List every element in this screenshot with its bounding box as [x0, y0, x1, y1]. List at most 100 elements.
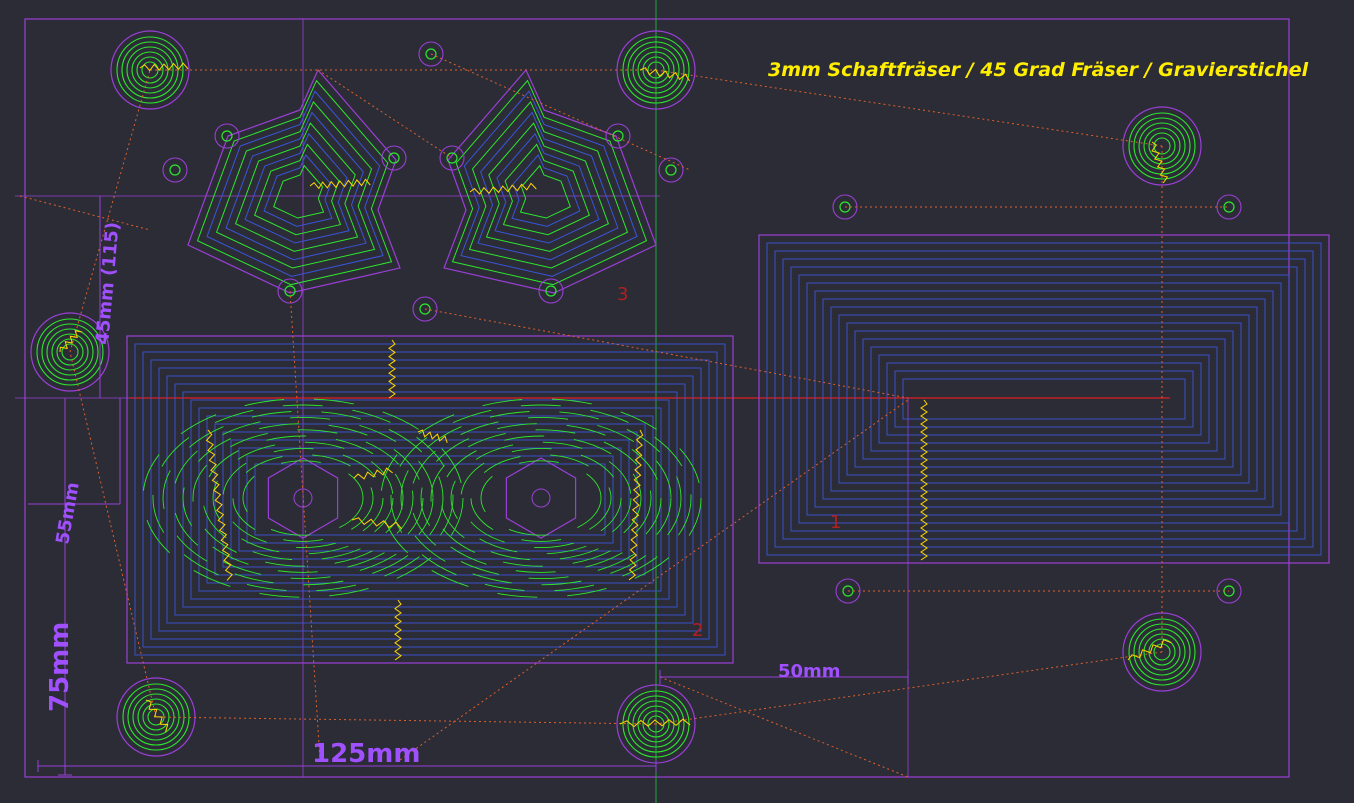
ramp-marker: [388, 339, 396, 399]
pocket-pass: [142, 351, 718, 648]
rapid-move: [424, 308, 909, 399]
ramp-marker: [353, 467, 393, 480]
pocket-pass: [878, 354, 1210, 444]
part-shapes: [142, 68, 702, 598]
hole-pass: [425, 48, 437, 60]
pocket-pass: [830, 306, 1258, 492]
pocket-pass: [214, 423, 646, 576]
hole-outline: [658, 157, 684, 183]
rapid-move: [430, 53, 691, 171]
finish-pass: [182, 423, 424, 573]
rapid-move: [69, 69, 151, 353]
boss-pass: [1153, 137, 1171, 155]
wing-pass: [519, 164, 571, 219]
wing-pass: [468, 100, 629, 269]
rapid-move: [155, 716, 657, 725]
wing-pass: [511, 154, 581, 227]
wing-pass: [263, 154, 333, 227]
boss-pass: [41, 323, 99, 381]
finish-pass: [470, 454, 612, 542]
hole-outline: [605, 123, 631, 149]
pocket-pass: [790, 266, 1298, 532]
rapid-move: [655, 69, 1163, 147]
wing-pass: [206, 90, 384, 277]
hole-pass: [446, 152, 458, 164]
hole-outline: [418, 41, 444, 67]
finish-pass: [142, 398, 464, 598]
title: 3mm Schaftfräser / 45 Grad Fräser / Grav…: [768, 59, 1309, 81]
hole-outline: [439, 145, 465, 171]
boss-pass: [1148, 132, 1176, 160]
boss-pass: [121, 41, 179, 99]
finish-pass: [480, 460, 602, 536]
finish-pass: [212, 441, 394, 555]
pocket-pass: [246, 455, 614, 544]
ramp-marker: [628, 429, 644, 581]
hole-outline: [412, 296, 438, 322]
boss-pass: [1138, 628, 1186, 676]
wing-pass: [485, 122, 610, 252]
wing-pass: [273, 164, 325, 219]
boss-pass: [137, 698, 175, 736]
dim-width-total: 125mm: [312, 739, 420, 769]
finish-pass: [242, 460, 364, 536]
boss-pass: [1128, 112, 1196, 180]
finish-pass: [460, 447, 622, 549]
hole-outline: [538, 278, 564, 304]
wing-pass: [196, 79, 393, 286]
pocket-toolpaths: [126, 234, 1330, 664]
boss-pass: [51, 333, 89, 371]
pocket-pass: [150, 359, 710, 640]
finish-pass: [202, 435, 404, 561]
boss-pass: [637, 51, 675, 89]
boss-pass: [116, 36, 184, 104]
boss-pass: [642, 56, 670, 84]
pocket-pass: [254, 463, 606, 536]
pocket-pass: [774, 250, 1314, 548]
pocket-pass: [158, 367, 702, 632]
ramp-marker: [1151, 141, 1169, 184]
finish-pass: [430, 429, 652, 567]
pocket-pass: [846, 322, 1242, 476]
finish-pass: [152, 404, 454, 592]
rapid-move: [399, 399, 909, 761]
wing-pass: [254, 143, 342, 236]
pocket-pass: [134, 343, 726, 656]
boss-pass: [1133, 623, 1191, 681]
boss-pass: [46, 328, 94, 376]
ramp-marker: [59, 330, 83, 353]
ramp-marker: [145, 699, 169, 732]
pocket-pass: [782, 258, 1306, 540]
boss-pass: [122, 683, 190, 751]
hole-pass: [612, 130, 624, 142]
hole-pass: [1223, 201, 1235, 213]
pocket-pass: [798, 274, 1290, 524]
rapid-move: [655, 651, 1163, 725]
hole-outline: [162, 157, 188, 183]
boss-pass: [627, 695, 685, 753]
pocket-pass: [902, 378, 1186, 420]
pocket-pass: [230, 439, 630, 560]
boss-pass: [1128, 618, 1196, 686]
drill-holes: [30, 30, 1242, 764]
pocket-pass: [838, 314, 1250, 484]
boss-pass: [127, 688, 185, 746]
finish-pass: [440, 435, 642, 561]
ramp-marker: [351, 517, 402, 530]
hole-outline: [214, 123, 240, 149]
pocket-pass: [766, 242, 1322, 556]
finish-pass: [380, 398, 702, 598]
wing-pass: [502, 143, 590, 236]
boss-pass: [1143, 127, 1181, 165]
dim-height-left: 55mm: [52, 481, 84, 546]
rapid-move: [289, 290, 321, 761]
boss-pass: [1138, 122, 1186, 170]
pocket-pass: [190, 399, 670, 600]
region-label-1: 1: [830, 512, 841, 533]
pocket-pass: [822, 298, 1266, 500]
rapid-move: [317, 69, 453, 159]
finish-pass: [400, 410, 682, 586]
ramp-marker: [309, 178, 371, 190]
